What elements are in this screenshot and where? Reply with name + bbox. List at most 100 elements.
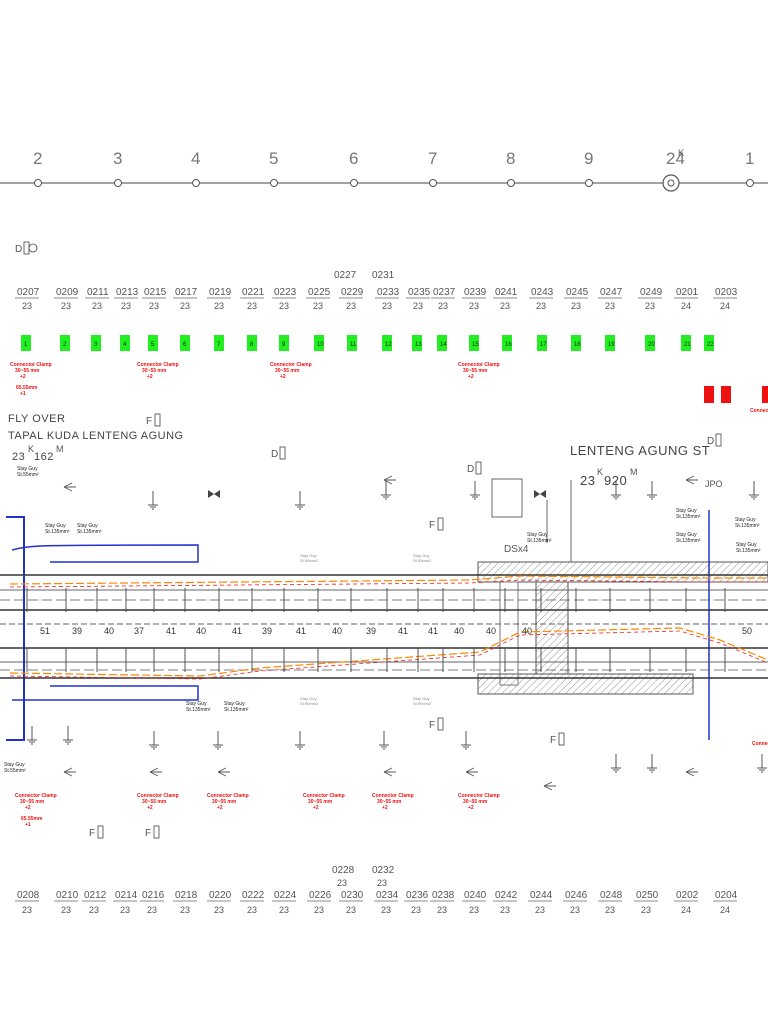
bottom-pole-id: 0218 [175, 890, 198, 901]
equipment-box [437, 517, 444, 531]
top-pole-id: 0207 [17, 287, 40, 298]
stay-guy-note: Stay Guy [4, 762, 25, 768]
catenary-south-red [9, 630, 768, 680]
equipment-label: D [15, 244, 22, 255]
connector-clamp-size: 30~55 mm [308, 799, 333, 805]
bottom-pole-km: 23 [500, 905, 510, 915]
stay-guy-note: Stay Guy [527, 532, 548, 538]
bottom-extra-pole-km: 23 [337, 878, 347, 888]
connector-clamp-note: Connector Clamp [10, 362, 52, 368]
stay-guy-note: Stay Guy [735, 517, 756, 523]
top-pole-km: 23 [645, 301, 655, 311]
km-marker-label: 7 [428, 149, 437, 168]
km-marker-label: 8 [506, 149, 515, 168]
span-length: 41 [428, 626, 438, 636]
stay-guy-spec: St.135mm² [676, 514, 701, 520]
top-pole-id: 0229 [341, 287, 364, 298]
structure-marker-label: 21 [684, 342, 691, 348]
span-length: 41 [232, 626, 242, 636]
bottom-pole-id: 0248 [600, 890, 623, 901]
stay-guy-small-note: Stay Guy [413, 553, 429, 558]
bottom-pole-id: 0244 [530, 890, 553, 901]
km-marker [507, 179, 515, 187]
equipment-box [154, 413, 161, 427]
structure-marker [645, 335, 655, 351]
connector-clamp-note: Connector Clamp [207, 793, 249, 799]
top-pole-id: 0233 [377, 287, 400, 298]
stay-guy-spec: St.135mm² [676, 538, 701, 544]
km-marker-label: 6 [349, 149, 358, 168]
span-length: 40 [486, 626, 496, 636]
station-m: 920 [604, 473, 627, 488]
structure-marker [21, 335, 31, 351]
top-pole-km: 23 [247, 301, 257, 311]
connector-clamp-note: Connector Clamp [270, 362, 312, 368]
connector-clamp-qty: +2 [25, 805, 31, 811]
connector-clamp-note: Connector Clamp [372, 793, 414, 799]
connector-clamp-qty: +2 [468, 805, 474, 811]
km-marker [585, 179, 593, 187]
connector-clamp-qty: +2 [217, 805, 223, 811]
structure-marker [120, 335, 130, 351]
top-pole-km: 24 [681, 301, 691, 311]
stay-guy-spec: St.135mm² [186, 707, 211, 713]
bottom-pole-km: 23 [535, 905, 545, 915]
top-pole-id: 0235 [408, 287, 431, 298]
span-length: 39 [72, 626, 82, 636]
structure-marker [681, 335, 691, 351]
red-marker [704, 386, 714, 403]
equipment-box [715, 433, 722, 447]
structure-marker [704, 335, 714, 351]
km-marker [746, 179, 754, 187]
bottom-pole-id: 0238 [432, 890, 455, 901]
stay-guy-small-note: Stay Guy [300, 696, 316, 701]
connector-clamp-qty: +2 [313, 805, 319, 811]
structure-marker-label: 4 [123, 342, 127, 348]
connector-clamp-size: 30~55 mm [142, 368, 167, 374]
top-pole-km: 23 [413, 301, 423, 311]
stay-guy-spec: St.55mm² [17, 472, 39, 478]
insulator-icon [534, 490, 546, 498]
top-pole-km: 23 [92, 301, 102, 311]
km-marker-label: 4 [191, 149, 200, 168]
catenary-south [9, 627, 768, 677]
stay-guy-spec: St.135mm² [77, 529, 102, 535]
connector-clamp-size: 30~55 mm [377, 799, 402, 805]
equipment-label: F [550, 735, 556, 746]
structure-marker-label: 15 [472, 342, 479, 348]
km-marker [114, 179, 122, 187]
bottom-pole-id: 0212 [84, 890, 107, 901]
anchor-arrow [383, 767, 396, 777]
km-marker [34, 179, 42, 187]
connector-clamp-note: Connector Clamp [458, 793, 500, 799]
anchor-arrow [685, 475, 698, 485]
disconnector-icon [28, 243, 38, 253]
equipment-box [153, 825, 160, 839]
connector-clamp-note: Connector Clamp [303, 793, 345, 799]
structure-marker-label: 22 [707, 342, 714, 348]
bottom-pole-km: 23 [22, 905, 32, 915]
structure-marker [247, 335, 257, 351]
structure-marker-label: 19 [608, 342, 615, 348]
bottom-pole-km: 23 [411, 905, 421, 915]
km-marker [350, 179, 358, 187]
station-km: 23 [580, 473, 595, 488]
platform-north [477, 561, 768, 583]
dsx4-label: DSx4 [504, 544, 529, 555]
bottom-pole-id: 0236 [406, 890, 429, 901]
span-length: 37 [134, 626, 144, 636]
bottom-pole-id: 0210 [56, 890, 79, 901]
top-pole-km: 23 [61, 301, 71, 311]
top-pole-id: 0237 [433, 287, 456, 298]
connector-clamp-qty: +2 [468, 374, 474, 380]
catenary-north [9, 575, 768, 585]
top-pole-km: 23 [346, 301, 356, 311]
anchor-arrow [217, 767, 230, 777]
equipment-box [558, 732, 565, 746]
top-pole-id: 0239 [464, 287, 487, 298]
bottom-pole-km: 23 [314, 905, 324, 915]
structure-marker [91, 335, 101, 351]
structure-marker-label: 10 [317, 342, 324, 348]
bottom-pole-id: 0226 [309, 890, 332, 901]
